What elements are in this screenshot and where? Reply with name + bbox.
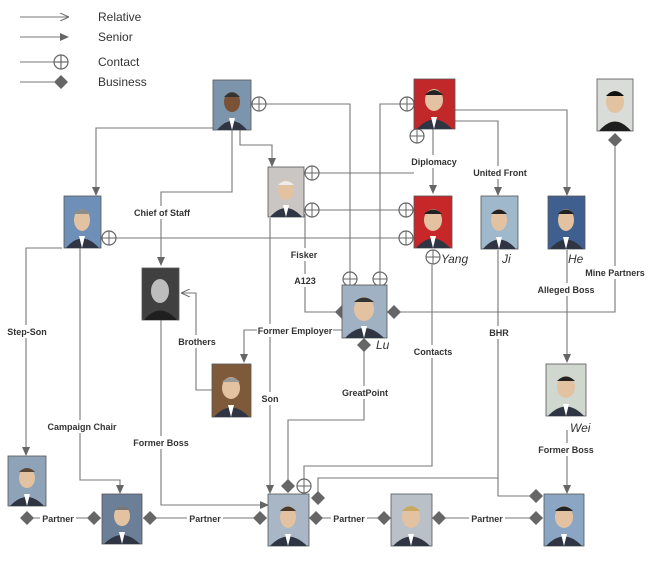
- label-partner-1: Partner: [42, 514, 74, 524]
- business-marker-icon: [20, 511, 34, 525]
- label-fisker: Fisker: [291, 250, 318, 260]
- legend-relative-label: Relative: [98, 10, 142, 24]
- contact-markers: [101, 96, 441, 494]
- label-alleged-boss: Alleged Boss: [537, 285, 594, 295]
- label-brothers: Brothers: [178, 337, 216, 347]
- label-partner-2: Partner: [189, 514, 221, 524]
- edge-biden-lu-fisker: [304, 214, 342, 313]
- person-photo-obama[interactable]: [212, 79, 252, 131]
- label-step-son: Step-Son: [7, 327, 47, 337]
- person-photo-daley[interactable]: [211, 363, 252, 418]
- person-photo-hunter[interactable]: [267, 493, 310, 547]
- edge-obama-kerry: [92, 127, 220, 196]
- label-contacts: Contacts: [414, 347, 453, 357]
- person-nodes: [7, 78, 634, 547]
- label-chief-of-staff: Chief of Staff: [134, 208, 191, 218]
- legend-business-label: Business: [98, 75, 147, 89]
- legend-business-marker-icon: [54, 75, 68, 89]
- label-greatpoint: GreatPoint: [342, 388, 388, 398]
- business-marker-icon: [529, 489, 543, 503]
- edge-kerry-campaign-chair: [79, 248, 124, 494]
- edge-kim-lu-mine-partners: [394, 147, 616, 313]
- business-marker-icon: [357, 338, 371, 352]
- person-photo-wei[interactable]: [545, 363, 587, 417]
- label-campaign-chair: Campaign Chair: [47, 422, 117, 432]
- contact-marker-icon: [296, 478, 312, 494]
- person-photo-ji[interactable]: [480, 195, 519, 250]
- business-marker-icon: [87, 511, 101, 525]
- person-photo-campaign-chair[interactable]: [101, 493, 143, 545]
- business-marker-icon: [529, 511, 543, 525]
- person-photo-kerry[interactable]: [63, 195, 102, 249]
- label-former-boss-left: Former Boss: [133, 438, 189, 448]
- contact-marker-icon: [398, 230, 414, 246]
- label-partner-4: Partner: [471, 514, 503, 524]
- business-marker-icon: [387, 305, 401, 319]
- business-marker-icon: [608, 133, 622, 147]
- person-photo-yang[interactable]: [413, 195, 453, 249]
- contact-marker-icon: [425, 249, 441, 265]
- business-marker-icon: [309, 511, 323, 525]
- person-photo-lu[interactable]: [341, 284, 388, 339]
- edge-obama-lu-contact: [252, 103, 351, 285]
- edge-yang-hunter-contacts: [303, 265, 433, 486]
- edges: [22, 103, 616, 519]
- edge-labels: Diplomacy United Front Chief of Staff Fi…: [5, 155, 645, 525]
- contact-marker-icon: [409, 128, 425, 144]
- name-label-he: He: [568, 252, 584, 266]
- contact-marker-icon: [372, 271, 388, 287]
- label-a123: A123: [294, 276, 316, 286]
- label-partner-3: Partner: [333, 514, 365, 524]
- edge-ji-bhr-business: [497, 478, 536, 497]
- label-diplomacy: Diplomacy: [411, 157, 457, 167]
- contact-marker-icon: [101, 230, 117, 246]
- legend-contact-marker-icon: [53, 54, 69, 70]
- legend-contact-label: Contact: [98, 55, 140, 69]
- name-label-lu: Lu: [376, 338, 390, 352]
- person-photo-he[interactable]: [547, 195, 586, 250]
- business-marker-icon: [432, 511, 446, 525]
- contact-marker-icon: [342, 271, 358, 287]
- person-photo-biden[interactable]: [267, 166, 305, 218]
- label-former-boss-right: Former Boss: [538, 445, 594, 455]
- person-photo-stepson[interactable]: [7, 455, 47, 507]
- legend-senior-label: Senior: [98, 30, 133, 44]
- label-united-front: United Front: [473, 168, 527, 178]
- edge-former-boss-left: [160, 320, 269, 509]
- edge-obama-chief-of-staff: [157, 130, 233, 266]
- label-former-employer: Former Employer: [258, 326, 333, 336]
- person-photo-kim[interactable]: [596, 78, 634, 132]
- business-marker-icon: [377, 511, 391, 525]
- name-label-wei: Wei: [570, 421, 591, 435]
- edge-lu-hunter-greatpoint: [287, 345, 365, 486]
- edge-obama-biden: [239, 130, 276, 167]
- edge-xi-he: [455, 109, 571, 196]
- label-mine-partners: Mine Partners: [585, 268, 645, 278]
- name-label-yang: Yang: [441, 252, 468, 266]
- person-photo-bottom-right[interactable]: [543, 493, 585, 547]
- person-photo-chief-of-staff[interactable]: [141, 267, 180, 321]
- name-labels: Yang Ji He Lu Wei: [376, 252, 591, 435]
- person-photo-xi[interactable]: [413, 78, 456, 130]
- business-marker-icon: [311, 491, 325, 505]
- business-marker-icon: [253, 511, 267, 525]
- label-bhr: BHR: [489, 328, 509, 338]
- person-photo-partner[interactable]: [390, 493, 433, 547]
- name-label-ji: Ji: [501, 252, 511, 266]
- business-marker-icon: [143, 511, 157, 525]
- contact-marker-icon: [304, 202, 320, 218]
- edge-xi-lu-contact: [379, 103, 414, 285]
- contact-marker-icon: [398, 202, 414, 218]
- label-son: Son: [262, 394, 279, 404]
- contact-marker-icon: [304, 165, 320, 181]
- business-marker-icon: [281, 479, 295, 493]
- edge-kerry-stepson: [22, 247, 62, 456]
- edge-ji-hunter-bhr: [317, 250, 499, 498]
- legend: Relative Senior Contact Business: [20, 10, 147, 89]
- contact-marker-icon: [251, 96, 267, 112]
- contact-marker-icon: [399, 96, 415, 112]
